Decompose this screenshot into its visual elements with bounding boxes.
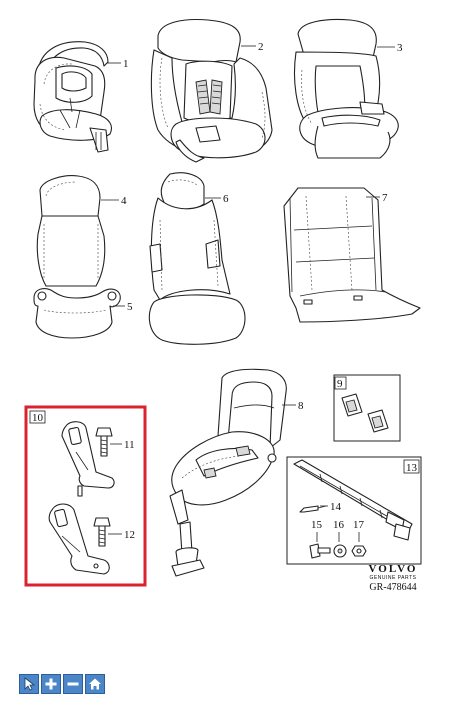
callout-17: 17 (353, 519, 365, 531)
callout-4: 4 (121, 195, 127, 207)
callout-10: 10 (32, 412, 44, 424)
callout-3: 3 (397, 42, 403, 54)
callout-1: 1 (123, 58, 129, 70)
home-icon (89, 678, 101, 690)
part-11-bolt[interactable] (95, 427, 113, 457)
part-3-booster-seat-backrest[interactable] (293, 18, 399, 159)
part-1-infant-carrier[interactable] (33, 41, 113, 153)
parts-diagram: 1 2 3 4 5 (24, 18, 422, 587)
callout-5: 5 (127, 301, 133, 313)
minus-icon (67, 682, 79, 686)
part-6-seat-cover[interactable] (148, 172, 246, 345)
part-5-seat-cushion-cover[interactable] (33, 288, 121, 339)
callout-15: 15 (311, 519, 323, 531)
part-9-buckle-guides[interactable] (341, 393, 389, 433)
cursor-icon (24, 677, 35, 691)
callout-11: 11 (124, 439, 135, 451)
zoom-in-button[interactable] (41, 674, 61, 694)
plus-icon (45, 678, 57, 690)
callout-14: 14 (330, 501, 342, 513)
part-10-isofix-guide-bracket-upper[interactable] (61, 421, 115, 497)
home-button[interactable] (85, 674, 105, 694)
part-8-isofix-base[interactable] (169, 368, 287, 577)
part-17-nut[interactable] (351, 545, 367, 557)
callout-2: 2 (258, 41, 264, 53)
part-13-mounting-rail[interactable] (293, 459, 413, 541)
zoom-out-button[interactable] (63, 674, 83, 694)
callout-12: 12 (124, 529, 135, 541)
part-2-child-seat-harness[interactable] (150, 18, 273, 163)
volvo-logo-subtitle: GENUINE PARTS (369, 575, 417, 581)
select-pointer-button[interactable] (19, 674, 39, 694)
part-12-bolt[interactable] (93, 517, 111, 547)
reference-code: GR-478644 (369, 582, 417, 593)
callout-8: 8 (298, 400, 304, 412)
part-15-bolt[interactable] (309, 543, 331, 559)
callout-16: 16 (333, 519, 345, 531)
callout-9: 9 (337, 378, 343, 390)
callout-7: 7 (382, 192, 388, 204)
viewer-toolbar (19, 674, 105, 694)
part-16-washer[interactable] (333, 544, 347, 558)
volvo-logo: VOLVO (368, 563, 418, 575)
callout-6: 6 (223, 193, 229, 205)
part-4-backrest-cover[interactable] (36, 175, 106, 287)
brand-block: VOLVO GENUINE PARTS GR-478644 (353, 563, 433, 593)
part-7-seat-protector[interactable] (283, 187, 421, 323)
callout-13: 13 (406, 462, 418, 474)
highlight-box-10 (24, 405, 147, 587)
part-10-isofix-guide-bracket-lower[interactable] (48, 503, 110, 575)
